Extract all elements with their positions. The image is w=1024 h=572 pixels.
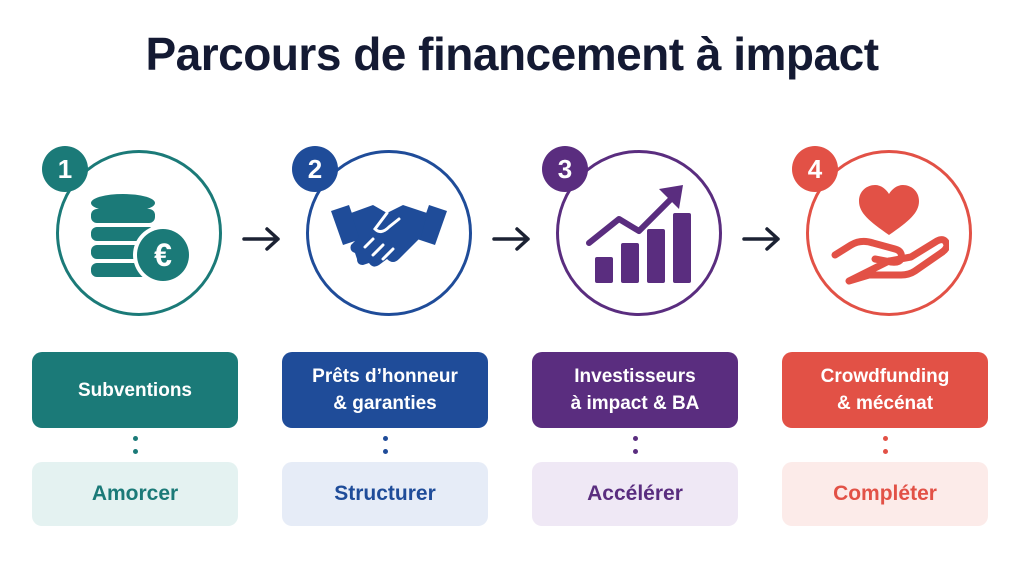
arrow-right-icon	[242, 227, 280, 251]
heart-hand-icon	[831, 185, 949, 285]
step-1: € 1 Subventions Amorcer	[32, 0, 252, 572]
arrow-right-icon	[742, 227, 780, 251]
step-3: 3 Investisseurs à impact & BA Accélérer	[532, 0, 752, 572]
step-tag: Structurer	[282, 462, 488, 526]
step-label-text: Prêts d’honneur & garanties	[312, 366, 458, 414]
step-label-text: Subventions	[77, 379, 192, 401]
svg-text:€: €	[154, 237, 172, 273]
coins-euro-icon: €	[91, 194, 193, 285]
step-tag: Amorcer	[32, 462, 238, 526]
step-number: 3	[542, 146, 588, 192]
step-4: 4 Crowdfunding & mécénat Compléter	[782, 0, 1002, 572]
page-title: Parcours de financement à impact	[145, 28, 879, 80]
step-circle	[306, 150, 472, 316]
connector-dots	[882, 436, 888, 458]
step-2: 2 Prêts d’honneur & garanties Structurer	[282, 0, 502, 572]
growth-chart-icon	[586, 185, 691, 283]
step-number: 1	[42, 146, 88, 192]
step-tag: Compléter	[782, 462, 988, 526]
handshake-icon	[331, 205, 447, 267]
connector-dots	[132, 436, 138, 458]
step-number: 2	[292, 146, 338, 192]
connector-dots	[632, 436, 638, 458]
connector-dots	[382, 436, 388, 458]
arrow-right-icon	[492, 227, 530, 251]
step-label: Subventions	[32, 352, 238, 428]
step-label: Investisseurs à impact & BA	[532, 352, 738, 428]
step-label-text: Investisseurs à impact & BA	[570, 366, 700, 414]
step-label: Crowdfunding & mécénat	[782, 352, 988, 428]
step-tag: Accélérer	[532, 462, 738, 526]
step-label-text: Crowdfunding & mécénat	[820, 366, 950, 414]
step-number: 4	[792, 146, 838, 192]
step-label: Prêts d’honneur & garanties	[282, 352, 488, 428]
